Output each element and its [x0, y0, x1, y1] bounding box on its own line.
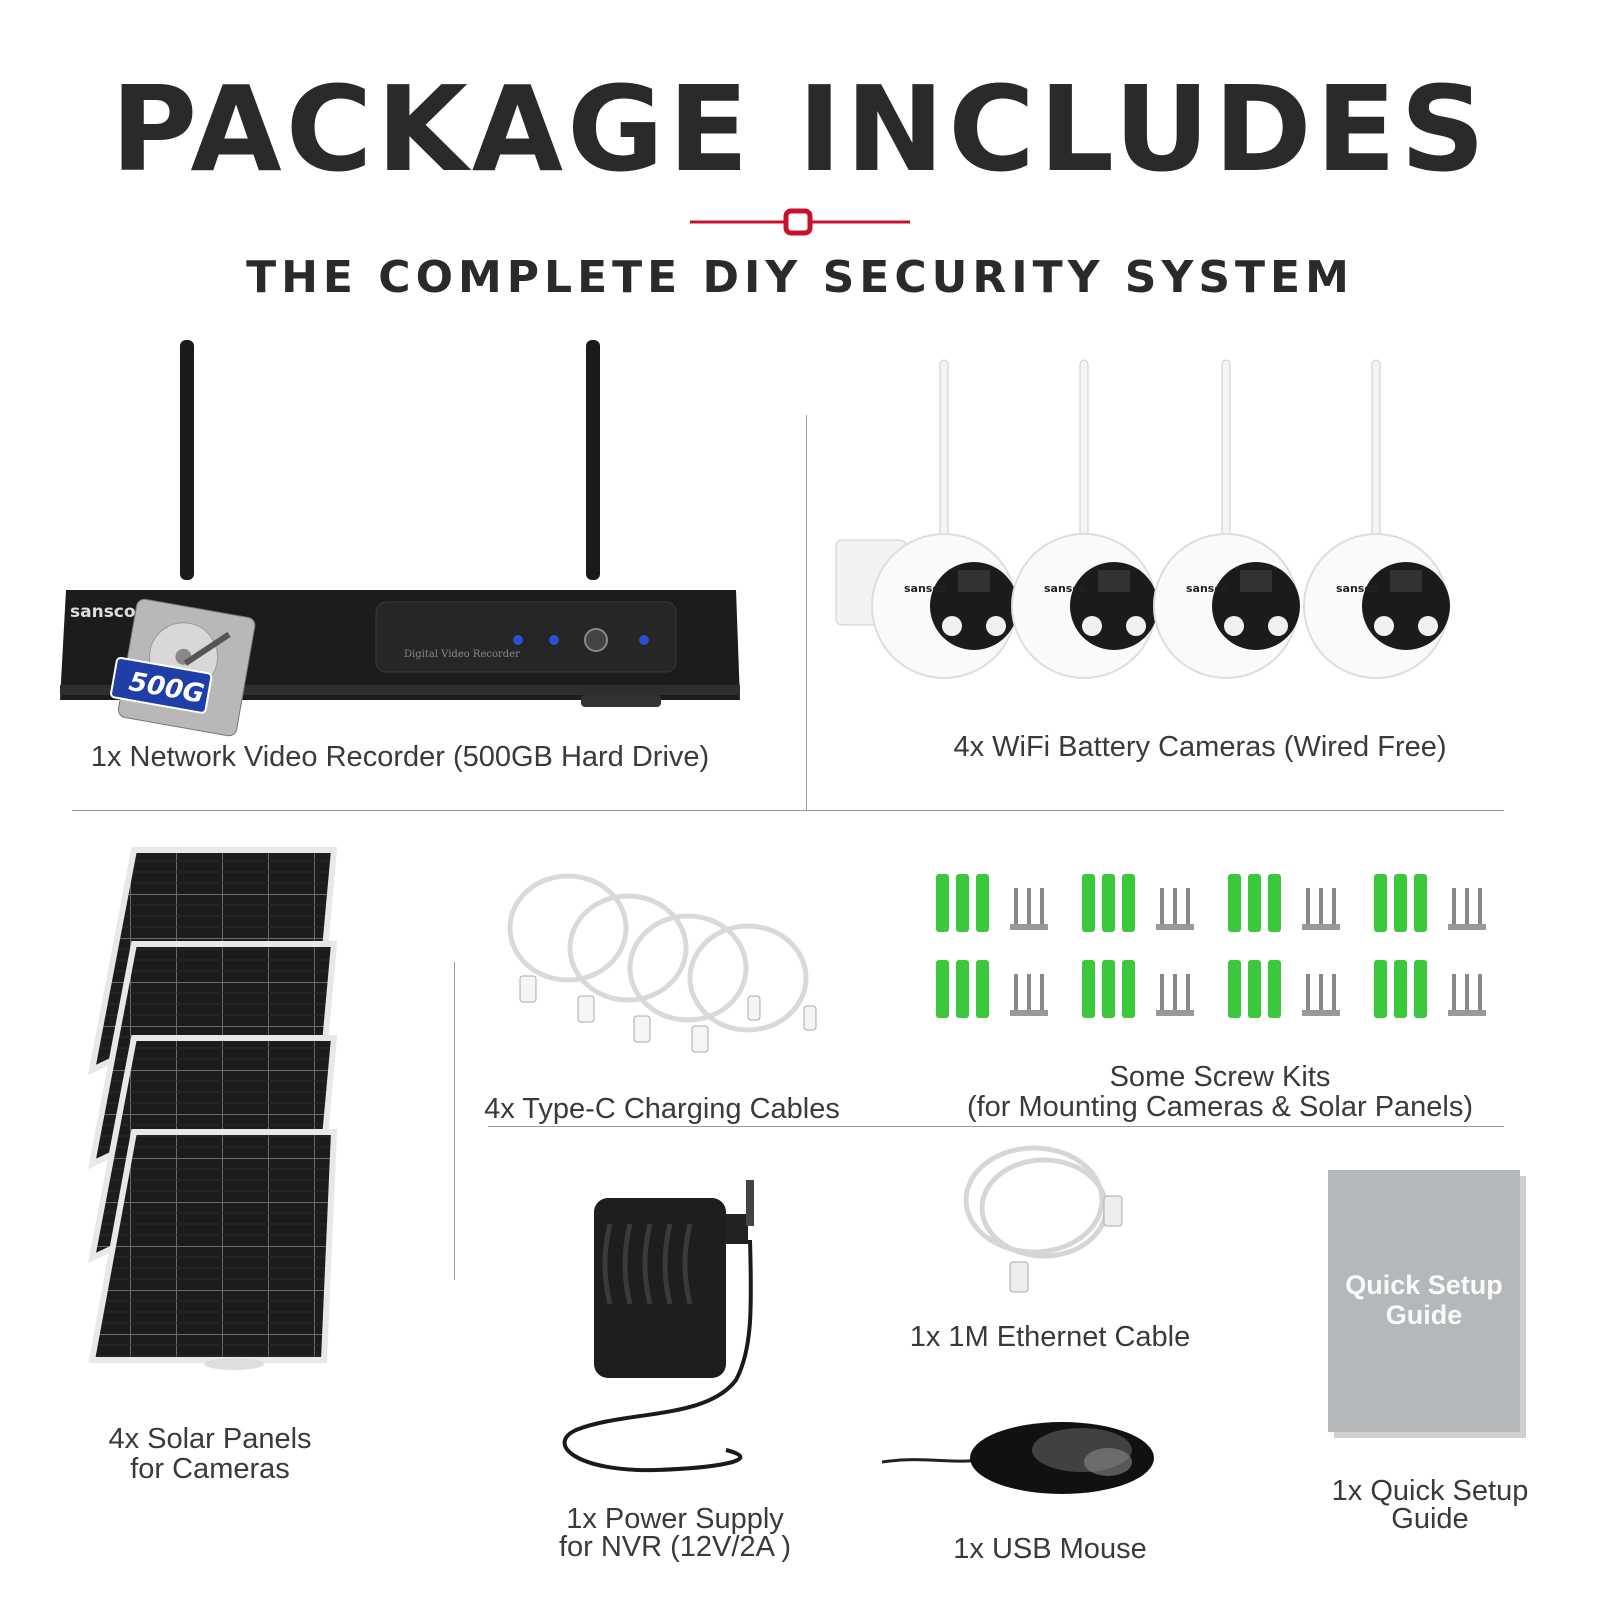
power-adapter-icon	[562, 1180, 754, 1473]
page-subtitle: THE COMPLETE DIY SECURITY SYSTEM	[246, 252, 1354, 303]
svg-text:sansco: sansco	[904, 582, 947, 595]
divider-vertical-top	[806, 415, 807, 810]
title-ornament	[690, 208, 910, 236]
svg-text:Guide: Guide	[1386, 1300, 1463, 1330]
divider-vertical-bottom	[454, 962, 455, 1280]
divider-horizontal-mid	[488, 1126, 1504, 1127]
svg-text:sansco: sansco	[1044, 582, 1087, 595]
nvr-caption: 1x Network Video Recorder (500GB Hard Dr…	[90, 741, 710, 773]
ethernet-cable-icon	[963, 1145, 1123, 1293]
screws-caption-line1: Some Screw Kits	[1109, 1061, 1331, 1093]
ethernet-caption: 1x 1M Ethernet Cable	[909, 1321, 1191, 1353]
power-caption-line1: 1x Power Supply	[566, 1503, 784, 1535]
mouse-icon	[881, 1422, 1154, 1494]
guide-caption-line2: Guide	[1391, 1503, 1469, 1535]
screws-caption-line2: (for Mounting Cameras & Solar Panels)	[966, 1091, 1474, 1123]
camera-icon: sansco sansco sansco sansco	[835, 359, 1450, 679]
svg-text:sansco: sansco	[1186, 582, 1229, 595]
solar-caption-line1: 4x Solar Panels	[108, 1423, 312, 1455]
solar-panel-icon	[87, 847, 338, 1370]
cameras-caption: 4x WiFi Battery Cameras (Wired Free)	[953, 731, 1447, 763]
svg-text:sansco: sansco	[1336, 582, 1379, 595]
guide-caption-line1: 1x Quick Setup	[1331, 1475, 1529, 1507]
svg-text:sansco: sansco	[70, 602, 136, 622]
solar-caption-line2: for Cameras	[130, 1453, 290, 1485]
guide-booklet-icon: Quick Setup Guide	[1328, 1170, 1526, 1438]
screw-kit-icon	[934, 872, 1488, 1020]
power-caption-line2: for NVR (12V/2A )	[558, 1531, 792, 1563]
nvr-icon: sansco Digital Video Recorder 500G	[60, 340, 740, 737]
divider-horizontal-top	[72, 810, 1504, 811]
svg-text:Digital Video Recorder: Digital Video Recorder	[404, 649, 520, 660]
cables-caption: 4x Type-C Charging Cables	[484, 1093, 840, 1125]
mouse-caption: 1x USB Mouse	[953, 1533, 1147, 1565]
svg-text:Quick Setup: Quick Setup	[1345, 1270, 1503, 1300]
page-title: PACKAGE INCLUDES	[110, 60, 1490, 198]
usb-cable-icon	[507, 873, 817, 1053]
